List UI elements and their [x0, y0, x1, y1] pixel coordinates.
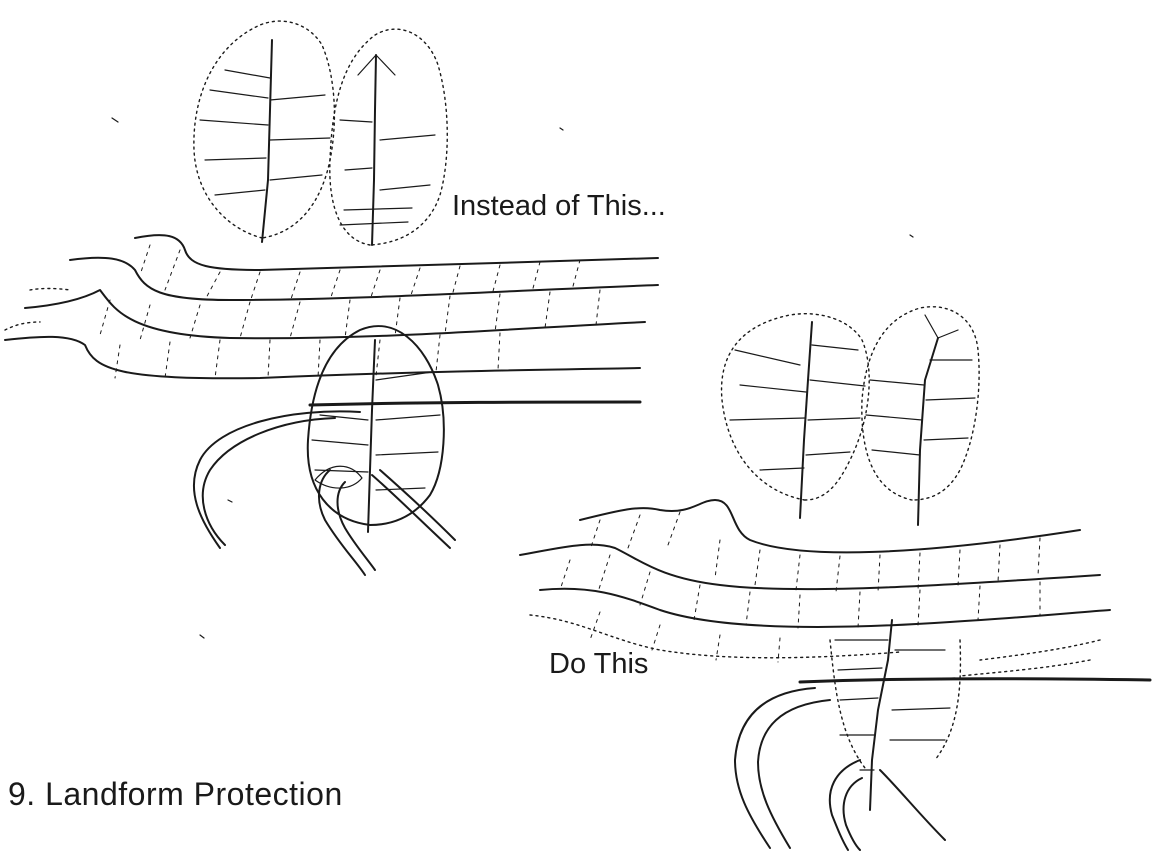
building-right-outline [862, 307, 979, 500]
building-pair-bottom [722, 307, 980, 525]
road-top [194, 411, 455, 575]
instead-label: Instead of This... [452, 190, 666, 223]
contour-slope-right [960, 640, 1100, 676]
contour-hatching [100, 245, 600, 378]
building-right-ribs [340, 55, 435, 225]
building-pair-top [194, 21, 447, 245]
building-contour-spine [870, 620, 892, 810]
building-left-ribs [200, 70, 330, 195]
contour-hatching [560, 512, 1040, 662]
building-contour-ribs [835, 640, 955, 770]
road-edge [758, 700, 830, 848]
building-slope-cut [315, 466, 362, 488]
contour-line-lower [800, 679, 1150, 682]
road-spur [830, 760, 945, 850]
building-contour-outline [830, 640, 960, 768]
building-right-outline [330, 29, 447, 245]
building-right-spine [918, 338, 938, 525]
building-slope-ribs [312, 372, 440, 490]
building-right-spine [372, 55, 376, 245]
road-edge [194, 411, 360, 548]
building-slope-spine [368, 340, 375, 532]
figure-caption: 9. Landform Protection [8, 776, 343, 813]
do-this-label: Do This [549, 648, 648, 681]
building-in-contour [830, 620, 960, 810]
building-left-outline [722, 314, 870, 500]
contour-fade-left [5, 289, 70, 331]
contour-line [580, 500, 1080, 552]
contour-line-lower [310, 402, 640, 405]
building-on-slope [308, 326, 444, 532]
contour-line [70, 258, 658, 300]
building-left-outline [194, 21, 335, 238]
building-left-spine [262, 40, 272, 242]
road-edge [735, 688, 815, 848]
contour-line [540, 589, 1110, 627]
contour-lines-top [5, 235, 658, 405]
building-left-ribs [730, 345, 865, 470]
building-slope-outline [308, 326, 444, 525]
